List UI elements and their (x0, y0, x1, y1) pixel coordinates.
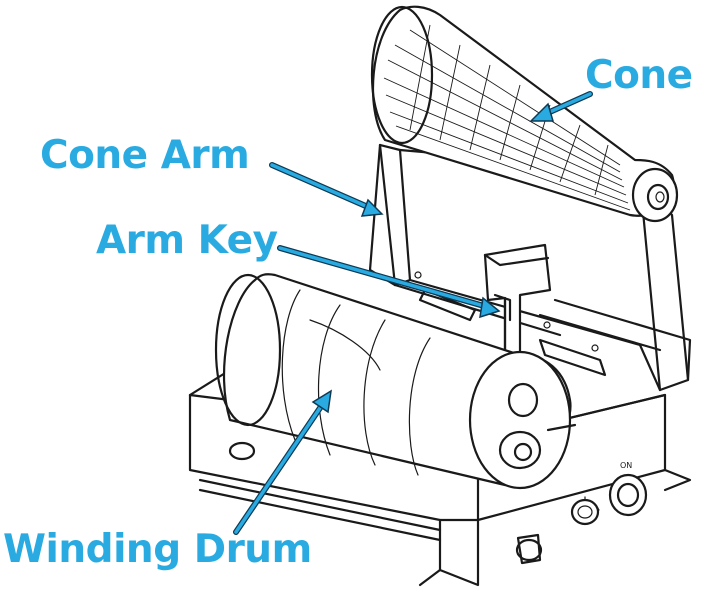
cone-assembly (370, 5, 679, 223)
label-winding-drum: Winding Drum (3, 527, 312, 572)
arrow-cone (529, 91, 593, 122)
arrow-arm-key (277, 245, 501, 319)
callout-arrows (233, 91, 593, 535)
control-panel: ON (515, 461, 648, 565)
switch-label: ON (620, 461, 632, 470)
control-knob-icon (570, 496, 600, 526)
label-cone: Cone (585, 53, 693, 98)
label-cone-arm: Cone Arm (40, 133, 250, 178)
winding-drum (214, 273, 577, 490)
arrow-winding-drum (233, 389, 332, 535)
label-arm-key: Arm Key (96, 218, 278, 263)
selector-knob-icon (515, 533, 543, 565)
arrow-cone-arm (269, 162, 384, 217)
